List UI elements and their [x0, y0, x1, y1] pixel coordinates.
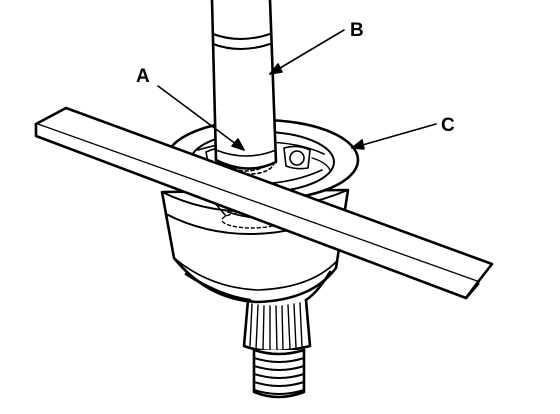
callout-label-c: C	[441, 115, 455, 136]
leader-c	[351, 123, 437, 149]
driveshaft	[210, 0, 278, 172]
callout-leaders	[157, 29, 437, 151]
arrowhead-c	[351, 139, 365, 150]
leader-b	[269, 29, 345, 75]
callout-label-a: A	[136, 66, 150, 87]
splined-stub-shaft	[242, 298, 312, 399]
arrowhead-a	[231, 138, 245, 151]
leader-a	[157, 85, 245, 151]
callout-label-b: B	[350, 20, 364, 41]
arrowhead-b	[269, 63, 283, 75]
straight-edge	[34, 106, 494, 300]
